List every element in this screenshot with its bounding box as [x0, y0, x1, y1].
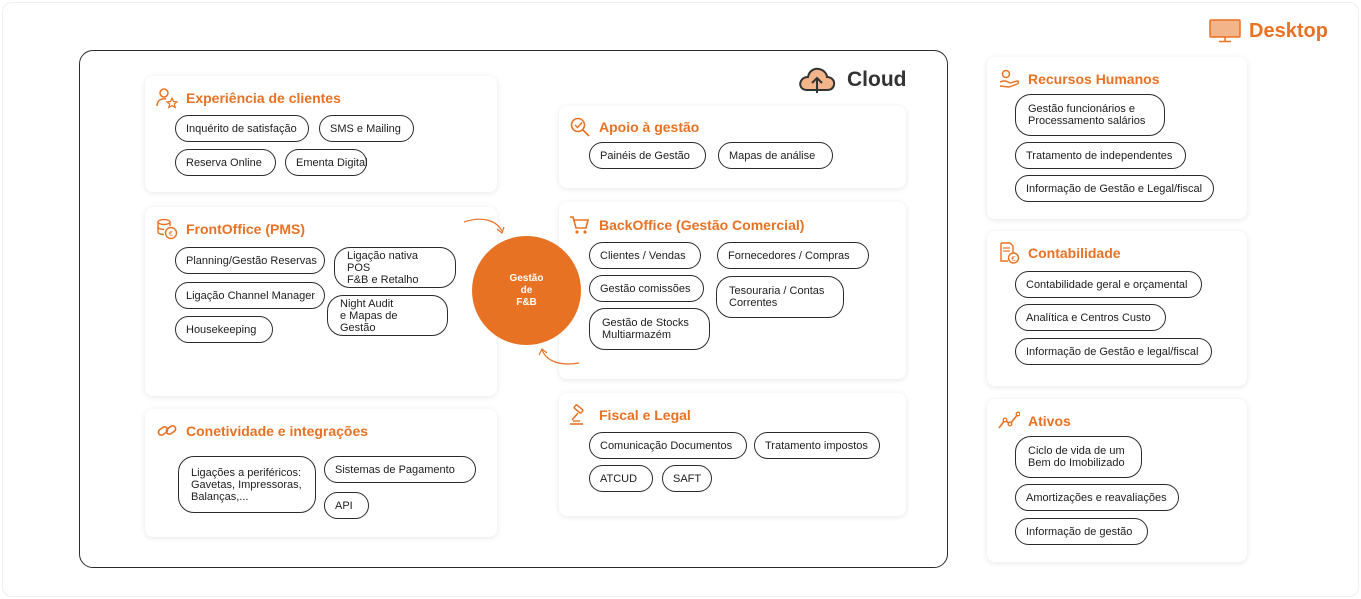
card-experiencia-header: Experiência de clientes [156, 87, 341, 109]
pill-reserva-online[interactable]: Reserva Online [175, 149, 276, 176]
card-title: Recursos Humanos [1028, 71, 1160, 87]
card-title: Conetividade e integrações [186, 423, 369, 439]
trend-line-icon [998, 410, 1020, 432]
pill-ciclo-vida-bem[interactable]: Ciclo de vida de um Bem do Imobilizado [1015, 436, 1142, 478]
user-star-icon [156, 87, 178, 109]
pill-tratamento-impostos[interactable]: Tratamento impostos [754, 432, 880, 459]
svg-text:€: € [169, 230, 173, 238]
hand-user-icon [998, 68, 1020, 90]
pill-gestao-comissoes[interactable]: Gestão comissões [589, 275, 704, 302]
pill-informacao-gestao-legal[interactable]: Informação de Gestão e Legal/fiscal [1015, 175, 1214, 202]
pill-inquerito-satisfacao[interactable]: Inquérito de satisfação [175, 115, 309, 142]
card-contabilidade-header: € Contabilidade [998, 242, 1121, 264]
card-title: BackOffice (Gestão Comercial) [599, 217, 805, 233]
card-conetividade-header: Conetividade e integrações [156, 420, 368, 442]
pill-tratamento-independentes[interactable]: Tratamento de independentes [1015, 142, 1186, 169]
arrow-top-icon [463, 218, 505, 235]
cloud-upload-icon [797, 64, 837, 96]
card-fiscal-header: Fiscal e Legal [569, 404, 691, 426]
monitor-icon [1209, 19, 1241, 43]
desktop-label: Desktop [1249, 19, 1328, 42]
pill-channel-manager[interactable]: Ligação Channel Manager [175, 282, 325, 309]
coins-euro-icon: € [156, 218, 178, 240]
cloud-label: Cloud [847, 68, 907, 91]
pill-ementa-digital[interactable]: Ementa Digital [285, 149, 368, 176]
card-frontoffice-header: € FrontOffice (PMS) [156, 218, 305, 240]
pill-sistemas-pagamento[interactable]: Sistemas de Pagamento [324, 456, 476, 483]
hub-gestao-fb[interactable]: Gestão de F&B [472, 236, 581, 345]
pill-informacao-gestao-fiscal[interactable]: Informação de Gestão e legal/fiscal [1015, 338, 1212, 365]
pill-paineis-gestao[interactable]: Painéis de Gestão [589, 142, 706, 169]
card-rh-header: Recursos Humanos [998, 68, 1159, 90]
pill-amortizacoes[interactable]: Amortizações e reavaliações [1015, 484, 1179, 511]
card-title: Ativos [1028, 413, 1071, 429]
pill-fornecedores-compras[interactable]: Fornecedores / Compras [717, 242, 869, 269]
card-title: FrontOffice (PMS) [186, 221, 305, 237]
pill-contabilidade-geral[interactable]: Contabilidade geral e orçamental [1015, 271, 1202, 298]
arrow-bottom-icon [538, 348, 580, 365]
card-title: Apoio à gestão [599, 119, 700, 135]
link-icon [156, 420, 178, 442]
card-ativos-header: Ativos [998, 410, 1071, 432]
pill-tesouraria[interactable]: Tesouraria / Contas Correntes [716, 276, 844, 318]
card-apoio-header: Apoio à gestão [569, 116, 699, 138]
pill-analitica-centros-custo[interactable]: Analítica e Centros Custo [1015, 304, 1166, 331]
desktop-header: Desktop [1209, 18, 1328, 44]
pill-housekeeping[interactable]: Housekeeping [175, 316, 273, 343]
pill-api[interactable]: API [324, 492, 369, 519]
svg-text:€: € [1011, 255, 1015, 263]
card-title: Experiência de clientes [186, 90, 341, 106]
pill-comunicacao-documentos[interactable]: Comunicação Documentos [589, 432, 747, 459]
search-check-icon [569, 116, 591, 138]
pill-sms-mailing[interactable]: SMS e Mailing [319, 115, 414, 142]
cart-icon [569, 214, 591, 236]
pill-ligacoes-perifericos[interactable]: Ligações a periféricos: Gavetas, Impress… [178, 456, 316, 513]
pill-saft[interactable]: SAFT [662, 465, 712, 492]
document-euro-icon: € [998, 242, 1020, 264]
pill-clientes-vendas[interactable]: Clientes / Vendas [589, 242, 701, 269]
pill-mapas-analise[interactable]: Mapas de análise [718, 142, 833, 169]
pill-ligacao-pos[interactable]: Ligação nativa POS F&B e Retalho [334, 247, 456, 288]
gavel-icon [569, 404, 591, 426]
pill-planning-reservas[interactable]: Planning/Gestão Reservas [175, 247, 325, 274]
pill-atcud[interactable]: ATCUD [589, 465, 653, 492]
cloud-header: Cloud [797, 64, 906, 96]
card-backoffice-header: BackOffice (Gestão Comercial) [569, 214, 804, 236]
pill-informacao-gestao[interactable]: Informação de gestão [1015, 518, 1148, 545]
pill-gestao-stocks[interactable]: Gestão de Stocks Multiarmazém [589, 308, 710, 350]
pill-night-audit[interactable]: Night Audit e Mapas de Gestão [327, 295, 448, 336]
card-title: Fiscal e Legal [599, 407, 691, 423]
pill-gestao-funcionarios[interactable]: Gestão funcionários e Processamento salá… [1015, 94, 1165, 136]
card-title: Contabilidade [1028, 245, 1121, 261]
